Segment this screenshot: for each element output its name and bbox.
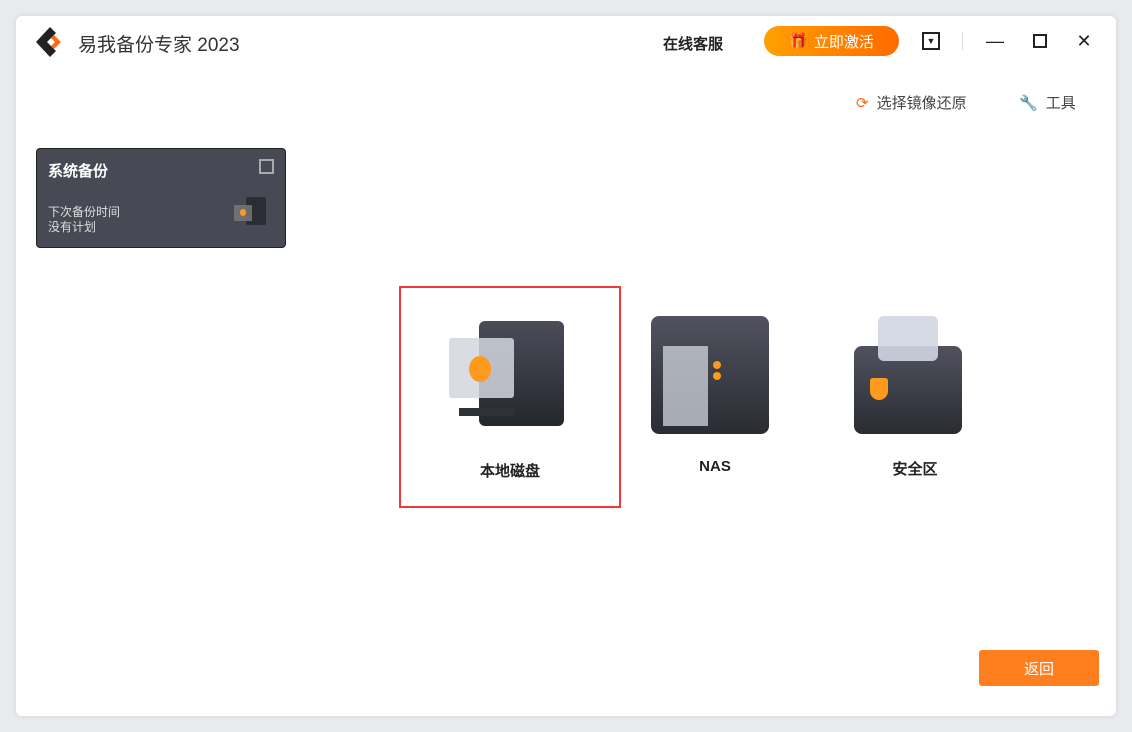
wrench-icon: 🔧: [1019, 94, 1038, 112]
divider: [962, 32, 963, 50]
computer-icon: [234, 197, 268, 231]
target-label: NAS: [699, 458, 731, 475]
minimize-button[interactable]: —: [986, 30, 1004, 51]
card-title: 系统备份: [48, 163, 109, 180]
back-button[interactable]: 返回: [979, 650, 1099, 686]
target-secure-zone[interactable]: 安全区: [806, 286, 1024, 504]
restore-image-link[interactable]: ⟳选择镜像还原: [856, 94, 967, 113]
gift-icon: 🎁: [789, 33, 808, 50]
online-support-link[interactable]: 在线客服: [663, 36, 724, 53]
next-backup-label: 下次备份时间: [48, 205, 121, 219]
target-nas[interactable]: NAS: [606, 286, 824, 504]
edit-icon[interactable]: [259, 159, 274, 174]
target-label: 安全区: [892, 461, 938, 478]
app-title: 易我备份专家 2023: [78, 35, 240, 56]
restore-icon: ⟳: [856, 94, 869, 112]
target-local-disk[interactable]: 本地磁盘: [399, 286, 621, 508]
target-label: 本地磁盘: [479, 463, 540, 480]
dropdown-icon: ▼: [922, 32, 940, 50]
tools-link[interactable]: 🔧工具: [1019, 94, 1076, 113]
next-backup-value: 没有计划: [48, 220, 97, 234]
local-disk-icon: [449, 316, 569, 431]
nas-icon: [651, 316, 769, 434]
close-button[interactable]: ✕: [1076, 30, 1092, 51]
maximize-button[interactable]: [1029, 30, 1051, 52]
logo-icon: [36, 27, 68, 62]
app-window: 易我备份专家 2023 在线客服 🎁立即激活 ▼ — ✕ ⟳选择镜像还原 🔧工具…: [16, 16, 1116, 716]
system-backup-card[interactable]: 系统备份 下次备份时间 没有计划: [36, 148, 286, 248]
activate-button[interactable]: 🎁立即激活: [764, 26, 899, 56]
secure-zone-icon: [854, 316, 962, 434]
menu-dropdown-button[interactable]: ▼: [920, 30, 942, 52]
